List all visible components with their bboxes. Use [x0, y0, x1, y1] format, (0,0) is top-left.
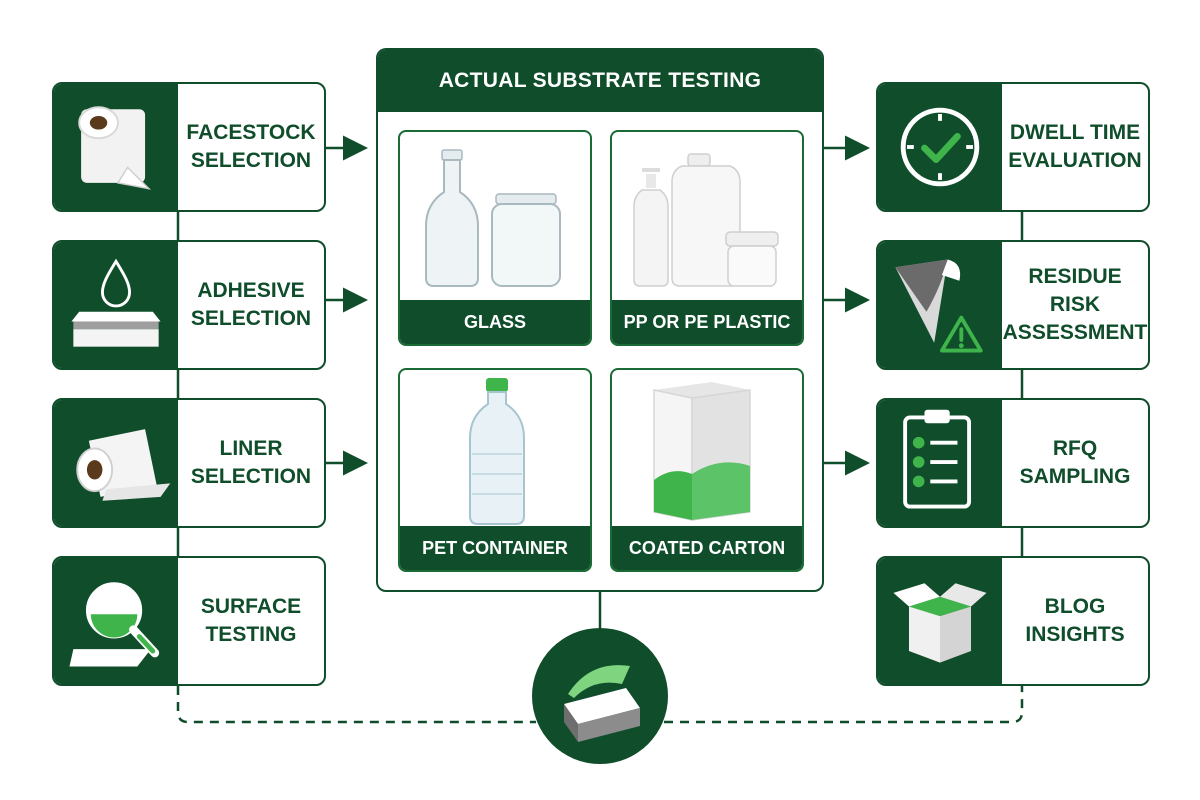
step-label: SURFACE TESTING — [200, 595, 302, 646]
step-liner-selection: LINER SELECTION — [52, 398, 326, 528]
step-residue-risk-assessment: RESIDUE RISK ASSESSMENT — [876, 240, 1150, 370]
step-label: RFQ SAMPLING — [1019, 437, 1131, 488]
step-label: LINER SELECTION — [190, 437, 312, 488]
substrate-testing-panel: ACTUAL SUBSTRATE TESTING GLASS PP OR PE — [376, 48, 824, 592]
magnifier-icon — [69, 582, 160, 667]
step-icon-tile — [54, 84, 178, 210]
substrate-label-bar: PP OR PE PLASTIC — [612, 300, 802, 344]
step-icon-tile — [54, 400, 178, 526]
substrate-label: GLASS — [463, 311, 526, 332]
residue-warning-icon — [895, 259, 983, 353]
step-label: FACESTOCK SELECTION — [186, 121, 316, 172]
panel-header: ACTUAL SUBSTRATE TESTING — [378, 50, 822, 112]
step-adhesive-selection: ADHESIVE SELECTION — [52, 240, 326, 370]
step-blog-insights: BLOG INSIGHTS — [876, 556, 1150, 686]
carton-icon — [653, 382, 751, 521]
substrate-label: COATED CARTON — [628, 537, 786, 558]
substrate-label: PET CONTAINER — [422, 537, 568, 558]
step-icon-tile — [878, 400, 1002, 526]
substrate-pet-container: PET CONTAINER — [398, 368, 592, 572]
step-rfq-sampling: RFQ SAMPLING — [876, 398, 1150, 528]
substrate-label-bar: PET CONTAINER — [400, 526, 590, 570]
plastic-bottles-icon — [633, 153, 779, 287]
glass-bottle-jar-icon — [425, 149, 561, 287]
step-label: RESIDUE RISK ASSESSMENT — [1002, 265, 1148, 344]
substrate-coated-carton: COATED CARTON — [610, 368, 804, 572]
substrate-label-bar: GLASS — [400, 300, 590, 344]
pet-bottle-icon — [469, 378, 525, 525]
label-layers-icon — [532, 628, 668, 764]
step-facestock-selection: FACESTOCK SELECTION — [52, 82, 326, 212]
step-surface-testing: SURFACE TESTING — [52, 556, 326, 686]
adhesive-drop-icon — [71, 258, 161, 347]
step-icon-tile — [878, 84, 1002, 210]
step-icon-tile — [54, 558, 178, 684]
clipboard-checklist-icon — [903, 409, 972, 509]
step-label: ADHESIVE SELECTION — [190, 279, 312, 330]
liner-roll-icon — [76, 429, 171, 501]
substrate-label-bar: COATED CARTON — [612, 526, 802, 570]
step-icon-tile — [878, 558, 1002, 684]
open-box-icon — [893, 583, 987, 663]
substrate-label: PP OR PE PLASTIC — [623, 311, 791, 332]
substrate-pp-pe-plastic: PP OR PE PLASTIC — [610, 130, 804, 346]
clock-check-icon — [900, 107, 980, 187]
step-label: DWELL TIME EVALUATION — [1008, 121, 1142, 172]
step-icon-tile — [878, 242, 1002, 368]
step-icon-tile — [54, 242, 178, 368]
substrate-glass: GLASS — [398, 130, 592, 346]
panel-title: ACTUAL SUBSTRATE TESTING — [438, 69, 762, 92]
step-label: BLOG INSIGHTS — [1025, 595, 1125, 646]
step-dwell-time-evaluation: DWELL TIME EVALUATION — [876, 82, 1150, 212]
paper-roll-icon — [78, 106, 152, 190]
